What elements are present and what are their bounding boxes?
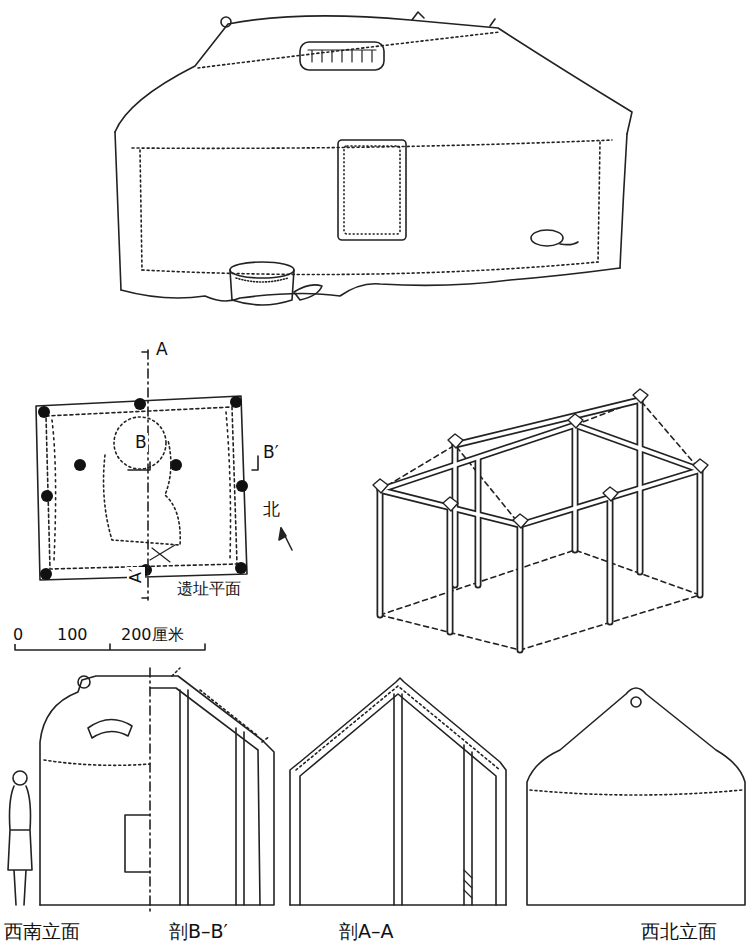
view-title: 剖A–A (338, 921, 395, 942)
scale-number: 200厘米 (120, 626, 185, 644)
northwest-elevation (527, 688, 745, 905)
section-mark: B′ (262, 443, 280, 462)
scale-bar (15, 644, 205, 650)
southwest-elevation (8, 668, 274, 915)
house-perspective (115, 12, 632, 305)
scale-number: 100 (56, 626, 89, 644)
view-title: 西南立面 (3, 921, 81, 942)
plan-title: 遗址平面 (176, 580, 242, 598)
north-label: 北 (262, 500, 281, 519)
site-plan (36, 350, 292, 600)
section-mark: A′ (127, 567, 145, 584)
view-title: 剖B–B′ (168, 921, 229, 942)
view-title: 西北立面 (640, 921, 718, 942)
timber-frame (373, 389, 708, 650)
section-mark: B (134, 433, 148, 452)
human-figure (8, 771, 32, 905)
section-aa (290, 678, 506, 905)
section-mark: A (155, 340, 169, 359)
scale-number: 0 (12, 626, 24, 644)
